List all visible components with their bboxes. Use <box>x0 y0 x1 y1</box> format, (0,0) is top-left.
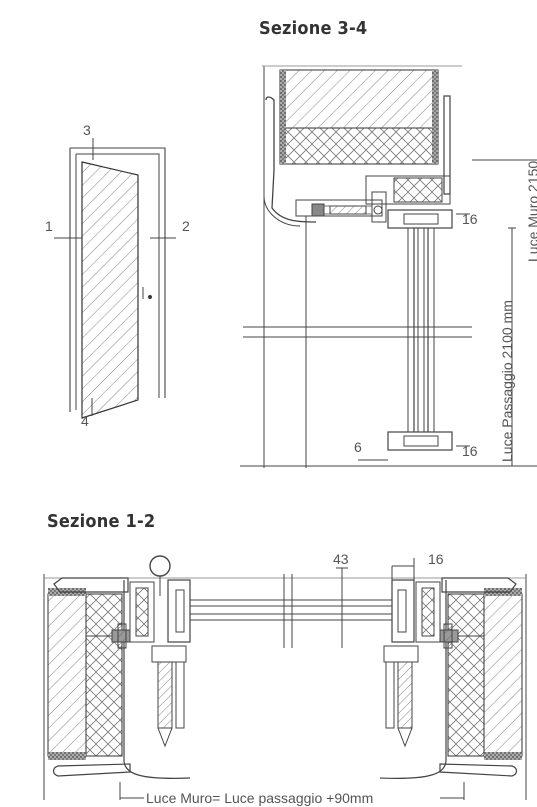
section-1-2-dimensions: 43 16 Luce Muro= Luce passaggio +90mm <box>146 551 444 806</box>
dim-bottom-6: 6 <box>354 439 362 455</box>
dim-top-16: 16 <box>462 211 478 227</box>
section-1-2-title: Sezione 1-2 <box>47 511 156 532</box>
label-luce-muro-passaggio: Luce Muro= Luce passaggio +90mm <box>146 790 373 806</box>
marker-4: 4 <box>81 413 89 429</box>
dim-16: 16 <box>428 551 444 567</box>
section-3-4-dimensions: 16 16 6 Luce Passaggio 2100 mm Luce Muro… <box>354 161 537 462</box>
door-markers: 1 2 3 4 <box>45 122 190 429</box>
door-elevation <box>54 138 176 419</box>
section-3-4-drawing <box>240 65 537 468</box>
dim-bottom-16: 16 <box>462 443 478 459</box>
marker-1: 1 <box>45 218 53 234</box>
label-luce-passaggio: Luce Passaggio 2100 mm <box>499 300 515 462</box>
dim-43: 43 <box>333 551 349 567</box>
label-luce-muro: Luce Muro 2150 <box>525 161 537 262</box>
marker-2: 2 <box>182 218 190 234</box>
section-1-2-drawing <box>43 555 527 800</box>
section-3-4-title: Sezione 3-4 <box>259 18 368 39</box>
marker-3: 3 <box>83 122 91 138</box>
